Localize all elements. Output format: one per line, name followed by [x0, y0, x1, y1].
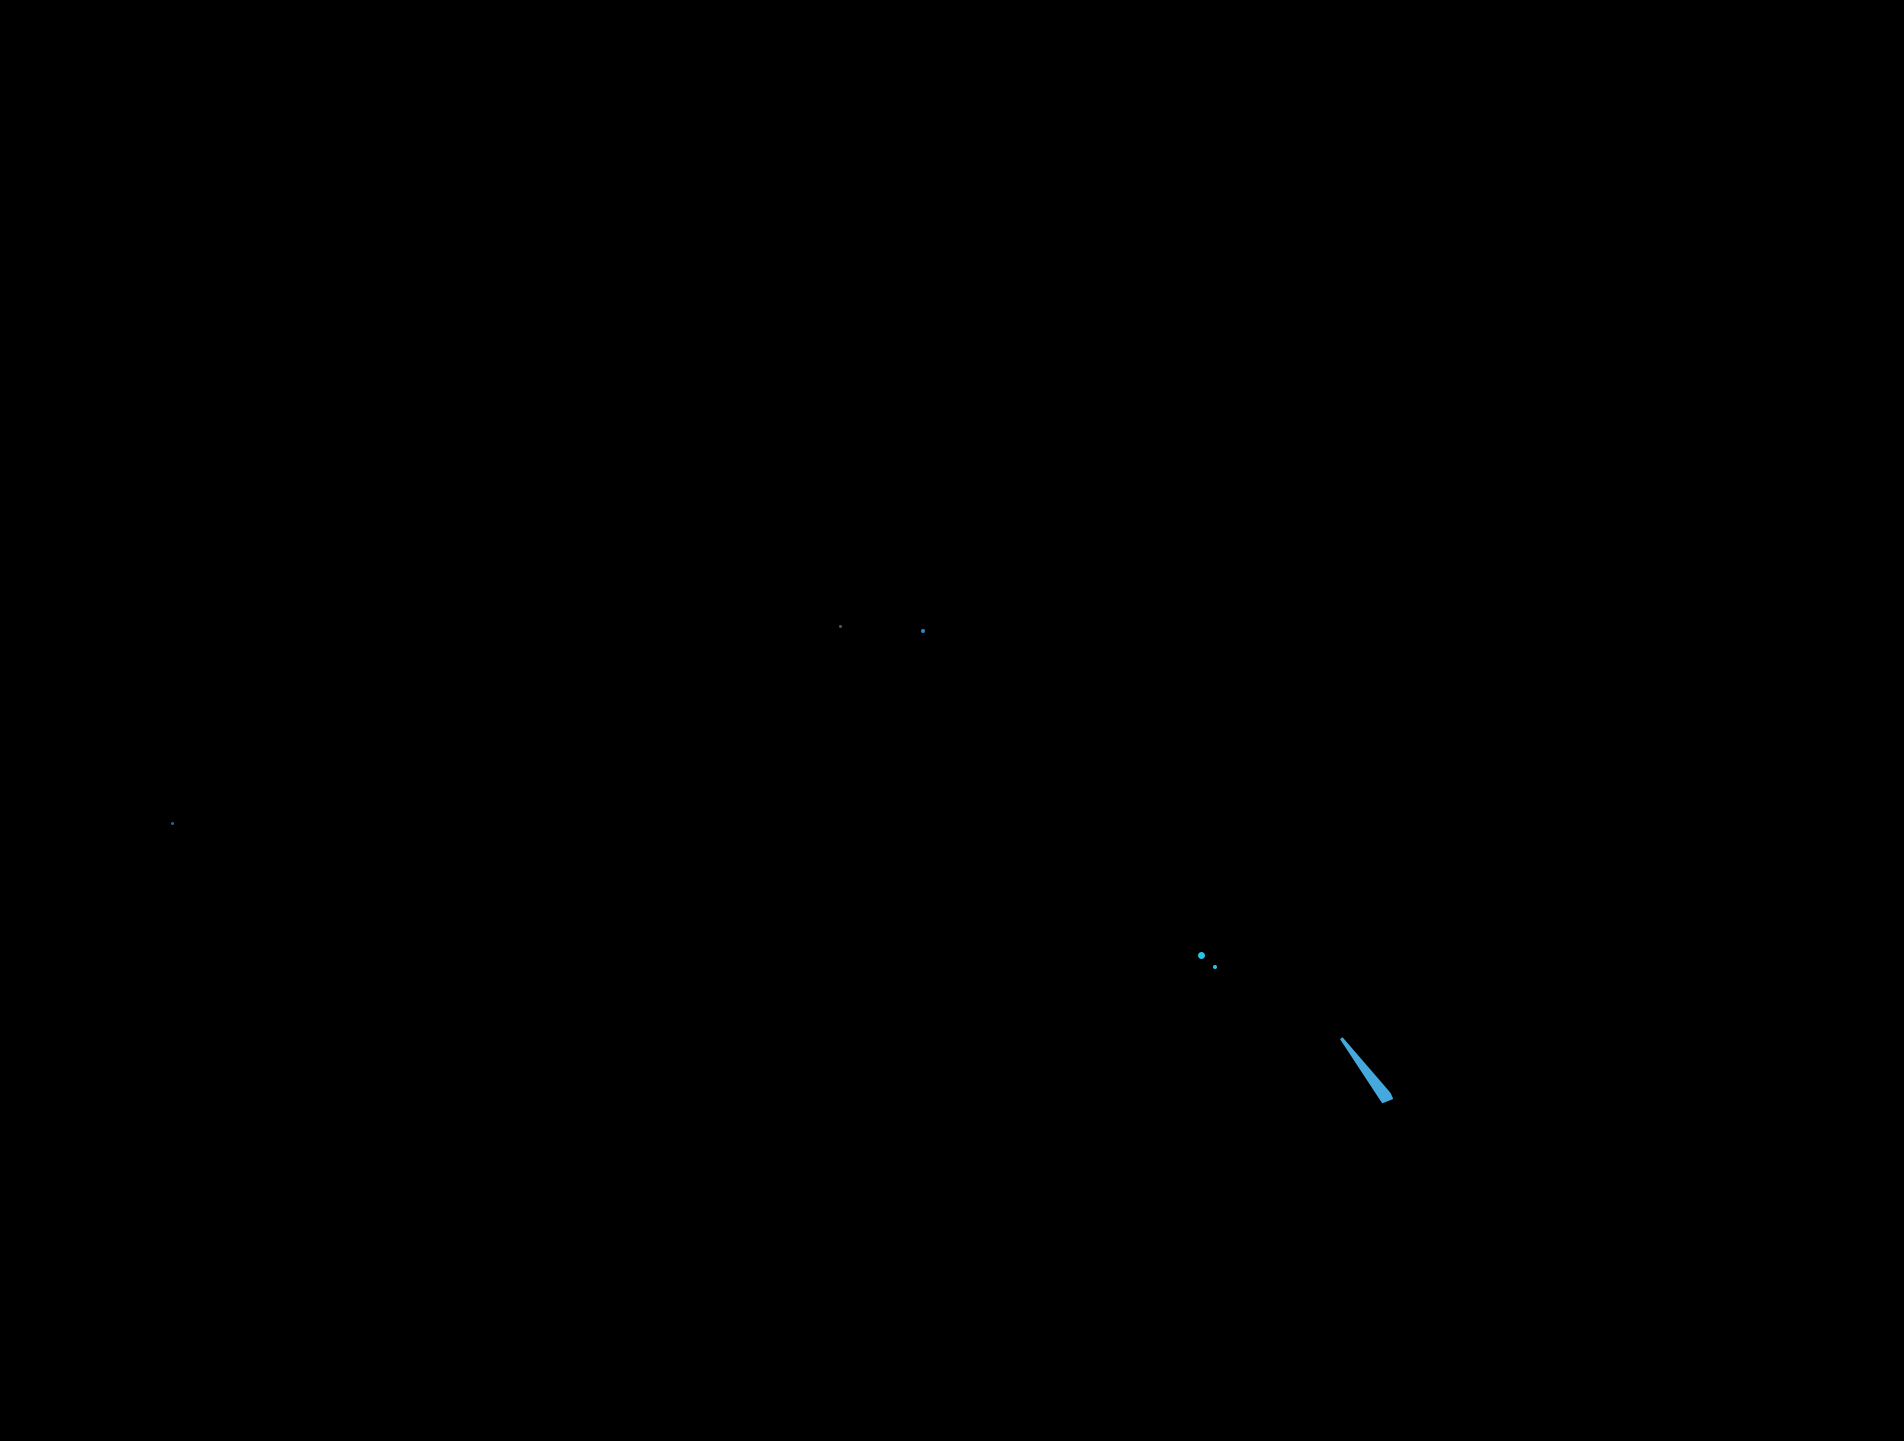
speck-upper-right-dot	[921, 629, 925, 633]
speck-cyan-large-dot	[1198, 952, 1205, 959]
light-streak-streak	[1336, 1034, 1395, 1106]
speck-mid-left-dot	[171, 822, 174, 825]
speck-cyan-small-dot	[1213, 965, 1217, 969]
speck-upper-left-dot	[839, 625, 842, 628]
